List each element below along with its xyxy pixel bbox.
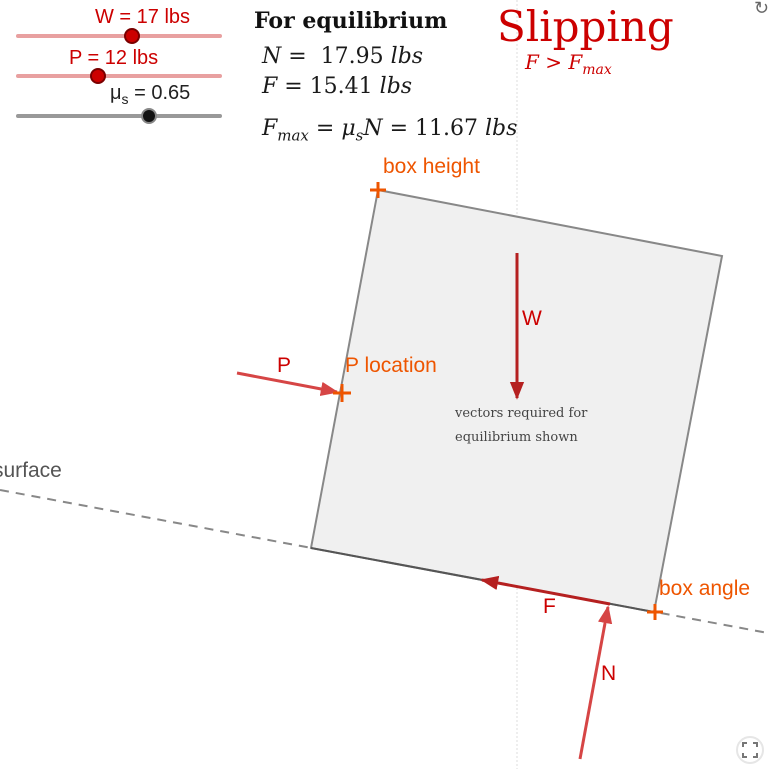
reset-icon[interactable]: ↻ [754,0,768,18]
slider-mu-label: μs = 0.65 [110,82,190,107]
fmax-equation: Fmax = μsN = 11.67 lbs [262,116,518,145]
fmax-symbol: F [262,116,278,141]
f-unit: lbs [379,74,413,99]
f-equation: F = 15.41 lbs [262,74,413,99]
slider-w[interactable] [16,28,222,44]
slider-p-label: P = 12 lbs [69,47,159,69]
slider-w-thumb[interactable] [124,28,140,44]
n-equation: N = 17.95 lbs [262,44,424,69]
p-vector-label: P [277,354,292,377]
fmax-mu: μ [341,116,356,141]
slider-mu-thumb[interactable] [141,108,157,124]
status-title: Slipping [497,2,674,51]
f-value: 15.41 [309,74,373,99]
box-angle-handle[interactable] [647,604,663,620]
n-vector [578,605,613,760]
f-vector [480,575,611,606]
f-symbol: F [262,74,278,99]
box-height-handle[interactable] [370,182,386,198]
mu-value: = 0.65 [128,82,191,104]
fmax-mu-sub: s [355,126,364,145]
slider-mu[interactable] [16,108,222,124]
fmax-n: N [363,116,383,141]
box-angle-label: box angle [659,577,751,600]
box-height-label: box height [383,155,480,178]
p-vector [236,371,339,397]
fmax-sub: max [277,126,309,145]
condition-right: F [568,50,583,74]
condition-right-sub: max [582,62,612,78]
n-vector-label: N [601,662,617,685]
note-line-2: equilibrium shown [455,430,578,445]
slider-p-thumb[interactable] [90,68,106,84]
f-vector-label: F [543,595,556,618]
slider-p[interactable] [16,68,222,84]
mu-subscript: s [121,91,129,107]
w-vector-label: W [522,307,542,330]
n-unit: lbs [390,44,424,69]
status-condition: F > Fmax [525,50,612,78]
condition-op: > [545,50,563,74]
surface-label: surface [0,459,62,482]
p-location-label: P location [345,354,437,377]
condition-left: F [525,50,539,74]
mu-symbol: μ [110,82,122,104]
fmax-unit: lbs [485,116,518,141]
fullscreen-icon[interactable] [736,736,764,764]
n-symbol: N [262,44,282,69]
p-location-handle[interactable] [333,384,351,402]
n-value: 17.95 [320,44,384,69]
slider-w-label: W = 17 lbs [95,6,191,28]
fmax-value: 11.67 [415,116,478,141]
note-line-1: vectors required for [455,406,588,421]
equilibrium-title: For equilibrium [254,8,448,34]
